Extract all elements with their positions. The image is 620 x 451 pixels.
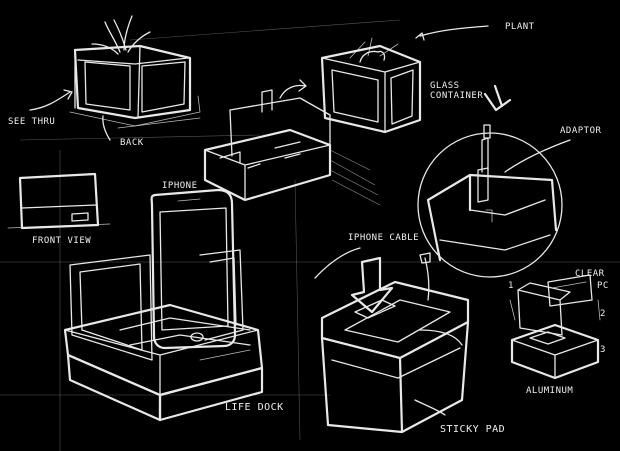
dock-slide-sketch bbox=[203, 79, 381, 206]
plant-container-sketch bbox=[29, 15, 201, 141]
label-adaptor: ADAPTOR bbox=[560, 126, 602, 136]
label-iphone-cable: IPHONE CABLE bbox=[348, 233, 419, 243]
glass-container-sketch bbox=[320, 25, 489, 134]
label-clear: CLEAR bbox=[575, 269, 605, 279]
label-front-view: FRONT VIEW bbox=[32, 236, 91, 246]
label-sticky-pad: STICKY PAD bbox=[440, 424, 505, 435]
label-life-dock: LIFE DOCK bbox=[225, 402, 284, 413]
exploded-parts-sketch bbox=[509, 274, 601, 380]
label-plant: PLANT bbox=[505, 22, 535, 32]
label-aluminum: ALUMINUM bbox=[526, 386, 573, 396]
label-container: CONTAINER bbox=[430, 91, 483, 101]
cable-routing-sketch bbox=[314, 247, 470, 434]
label-see-thru: SEE THRU bbox=[8, 117, 55, 127]
label-part-2: 2 bbox=[600, 309, 606, 319]
label-glass: GLASS bbox=[430, 81, 460, 91]
label-back: BACK bbox=[120, 138, 144, 148]
life-dock-main-sketch bbox=[63, 188, 264, 422]
label-iphone: IPHONE bbox=[162, 181, 198, 191]
label-pc: PC bbox=[597, 281, 609, 291]
front-view-sketch bbox=[7, 172, 111, 230]
label-part-1: 1 bbox=[508, 281, 514, 291]
label-part-3: 3 bbox=[600, 345, 606, 355]
adaptor-detail-sketch bbox=[417, 84, 571, 278]
construction-guides bbox=[0, 19, 620, 451]
